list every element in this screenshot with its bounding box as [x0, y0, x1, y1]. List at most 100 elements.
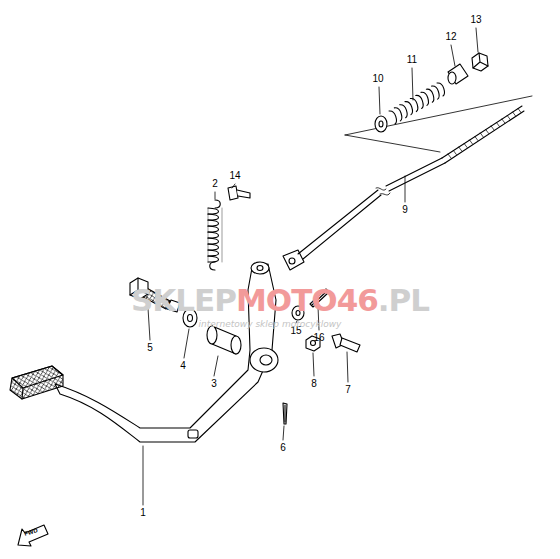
callout-number: 9 — [402, 205, 408, 215]
thread-stroke — [502, 119, 505, 123]
coil-stroke — [421, 92, 428, 105]
leader-line — [451, 45, 455, 66]
thread-stroke — [480, 133, 483, 137]
brake-rod — [283, 250, 304, 270]
brake-pedal — [251, 262, 269, 274]
callout-number: 12 — [445, 32, 456, 42]
coil-stroke — [208, 256, 219, 262]
brake-pedal — [22, 388, 23, 399]
watermark-tagline: internetowy sklep motocyklowy — [199, 320, 342, 329]
collar — [231, 336, 241, 354]
coil-stroke — [208, 244, 219, 250]
callout-number: 6 — [280, 443, 286, 453]
coil-stroke — [437, 83, 444, 96]
coil-stroke — [208, 214, 219, 220]
callout-number: 16 — [313, 333, 324, 343]
watermark-text: MOTO46 — [236, 282, 378, 318]
callout-number: 5 — [147, 343, 153, 353]
leader-line — [476, 28, 478, 52]
adjuster-nut — [472, 53, 488, 71]
joint — [448, 64, 468, 84]
leader-line — [405, 176, 406, 202]
leader-line — [143, 28, 478, 505]
leader-line — [379, 87, 380, 114]
spring — [389, 83, 444, 124]
leader-line — [215, 192, 216, 199]
collar — [207, 326, 217, 344]
joint — [448, 72, 456, 84]
thread-stroke — [470, 140, 473, 144]
return-spring — [215, 200, 220, 208]
bolt — [332, 334, 360, 352]
return-spring — [208, 208, 222, 262]
washer — [375, 116, 387, 132]
leader-line — [184, 329, 189, 358]
return-spring — [210, 262, 215, 270]
coil-stroke — [208, 208, 219, 214]
clevis-pin — [237, 190, 250, 198]
brake-rod — [283, 106, 524, 270]
spring — [389, 83, 444, 124]
leader-line — [214, 356, 218, 376]
coil-stroke — [394, 108, 401, 121]
leader-line — [412, 68, 413, 100]
coil-stroke — [416, 95, 423, 108]
forward-arrow — [18, 525, 48, 546]
cotter-pin — [283, 403, 287, 424]
callout-number: 13 — [470, 15, 481, 25]
callout-number: 10 — [372, 74, 383, 84]
leader-line — [283, 426, 284, 440]
coil-stroke — [208, 232, 219, 238]
brake-rod — [298, 190, 378, 254]
brake-pedal — [250, 348, 278, 372]
brake-pedal — [188, 430, 198, 438]
cotter-pin — [283, 403, 287, 424]
joint — [448, 64, 468, 84]
coil-stroke — [405, 102, 412, 115]
forward-arrow — [18, 525, 48, 546]
watermark-text: SKLEP — [131, 282, 236, 318]
callout-number: 4 — [180, 361, 186, 371]
thread-stroke — [486, 130, 489, 134]
separator-line — [345, 96, 532, 135]
brake-pedal — [10, 366, 63, 399]
cotter-pin — [284, 405, 285, 422]
thread-stroke — [518, 109, 521, 113]
coil-stroke — [400, 105, 407, 118]
leader-line — [347, 352, 348, 382]
callout-number: 8 — [311, 379, 317, 389]
separator-line — [345, 135, 440, 152]
return-spring — [208, 200, 222, 270]
callout-number: 2 — [212, 179, 218, 189]
brake-rod — [303, 195, 381, 259]
callout-number: 3 — [211, 379, 217, 389]
callout-number: 11 — [407, 55, 417, 65]
adjuster-nut — [473, 53, 488, 68]
callout-number: 1 — [140, 508, 146, 518]
washer — [379, 121, 383, 127]
callout-number: 7 — [345, 385, 351, 395]
brake-rod — [376, 188, 390, 195]
thread-stroke — [496, 123, 499, 127]
illustration — [10, 28, 532, 546]
thread-stroke — [459, 147, 462, 151]
coil-stroke — [426, 89, 433, 102]
coil-stroke — [389, 111, 396, 124]
brake-pedal — [257, 266, 263, 271]
brake-rod — [442, 106, 524, 163]
bolt — [340, 338, 360, 352]
adjuster-nut — [472, 53, 488, 71]
thread-stroke — [513, 112, 516, 116]
coil-stroke — [208, 238, 219, 244]
thread-stroke — [475, 137, 478, 141]
coil-stroke — [432, 86, 439, 99]
thread-stroke — [448, 154, 451, 158]
thread-stroke — [464, 144, 467, 148]
leader-line — [143, 446, 144, 505]
thread-stroke — [453, 151, 456, 155]
brake-pedal — [260, 355, 272, 365]
washer — [375, 116, 387, 132]
thread-stroke — [491, 126, 494, 130]
